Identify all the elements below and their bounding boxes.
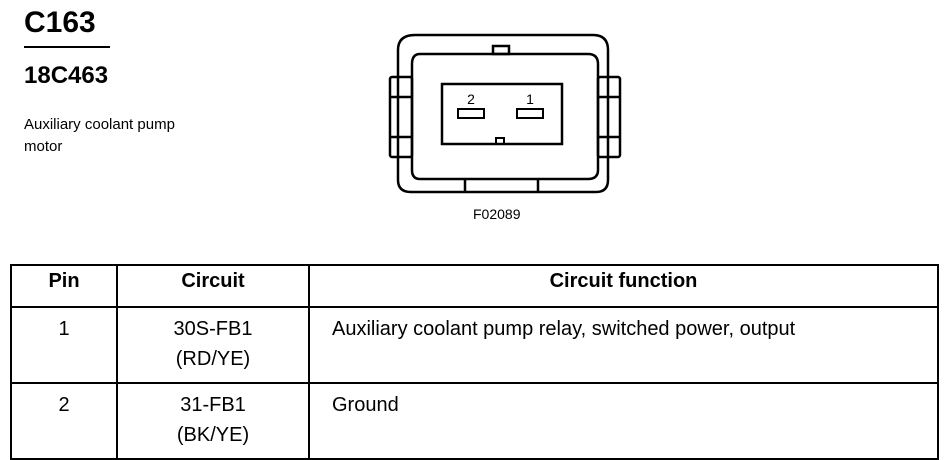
pinout-table: Pin Circuit Circuit function 1 30S-FB1 (… <box>10 264 939 460</box>
pin-cell: 1 <box>10 306 118 384</box>
terminal-2 <box>457 108 485 119</box>
column-header-circuit: Circuit <box>116 264 310 308</box>
connector-outer-shell <box>396 33 610 194</box>
circuit-color: (BK/YE) <box>176 424 250 446</box>
key-notch <box>495 137 505 145</box>
connector-inner-housing <box>410 52 600 181</box>
component-code: 18C463 <box>24 62 109 89</box>
connector-face-drawing: 2 1 <box>388 33 622 194</box>
column-header-pin: Pin <box>10 264 118 308</box>
table-header-row: Pin Circuit Circuit function <box>10 264 939 308</box>
component-description: Auxiliary coolant pump motor <box>24 116 175 155</box>
pin-label-2: 2 <box>467 91 475 107</box>
circuit-cell: 30S-FB1 (RD/YE) <box>116 306 310 384</box>
connector-top-latch <box>491 44 511 56</box>
column-header-circuit-function: Circuit function <box>308 264 939 308</box>
connector-left-rib <box>388 75 414 159</box>
connector-right-rib <box>596 75 622 159</box>
circuit-code: 30S-FB1 <box>173 318 253 340</box>
connector-id-underline <box>24 46 110 48</box>
figure-id: F02089 <box>473 206 521 222</box>
circuit-cell: 31-FB1 (BK/YE) <box>116 382 310 460</box>
pin-label-1: 1 <box>526 91 534 107</box>
circuit-function-cell: Ground <box>308 382 939 460</box>
table-row: 1 30S-FB1 (RD/YE) Auxiliary coolant pump… <box>10 306 939 384</box>
table-row: 2 31-FB1 (BK/YE) Ground <box>10 382 939 460</box>
circuit-code: 31-FB1 <box>180 394 246 416</box>
terminal-1 <box>516 108 544 119</box>
pin-cell: 2 <box>10 382 118 460</box>
connector-id: C163 <box>24 6 96 39</box>
circuit-color: (RD/YE) <box>175 348 251 370</box>
circuit-function-cell: Auxiliary coolant pump relay, switched p… <box>308 306 939 384</box>
